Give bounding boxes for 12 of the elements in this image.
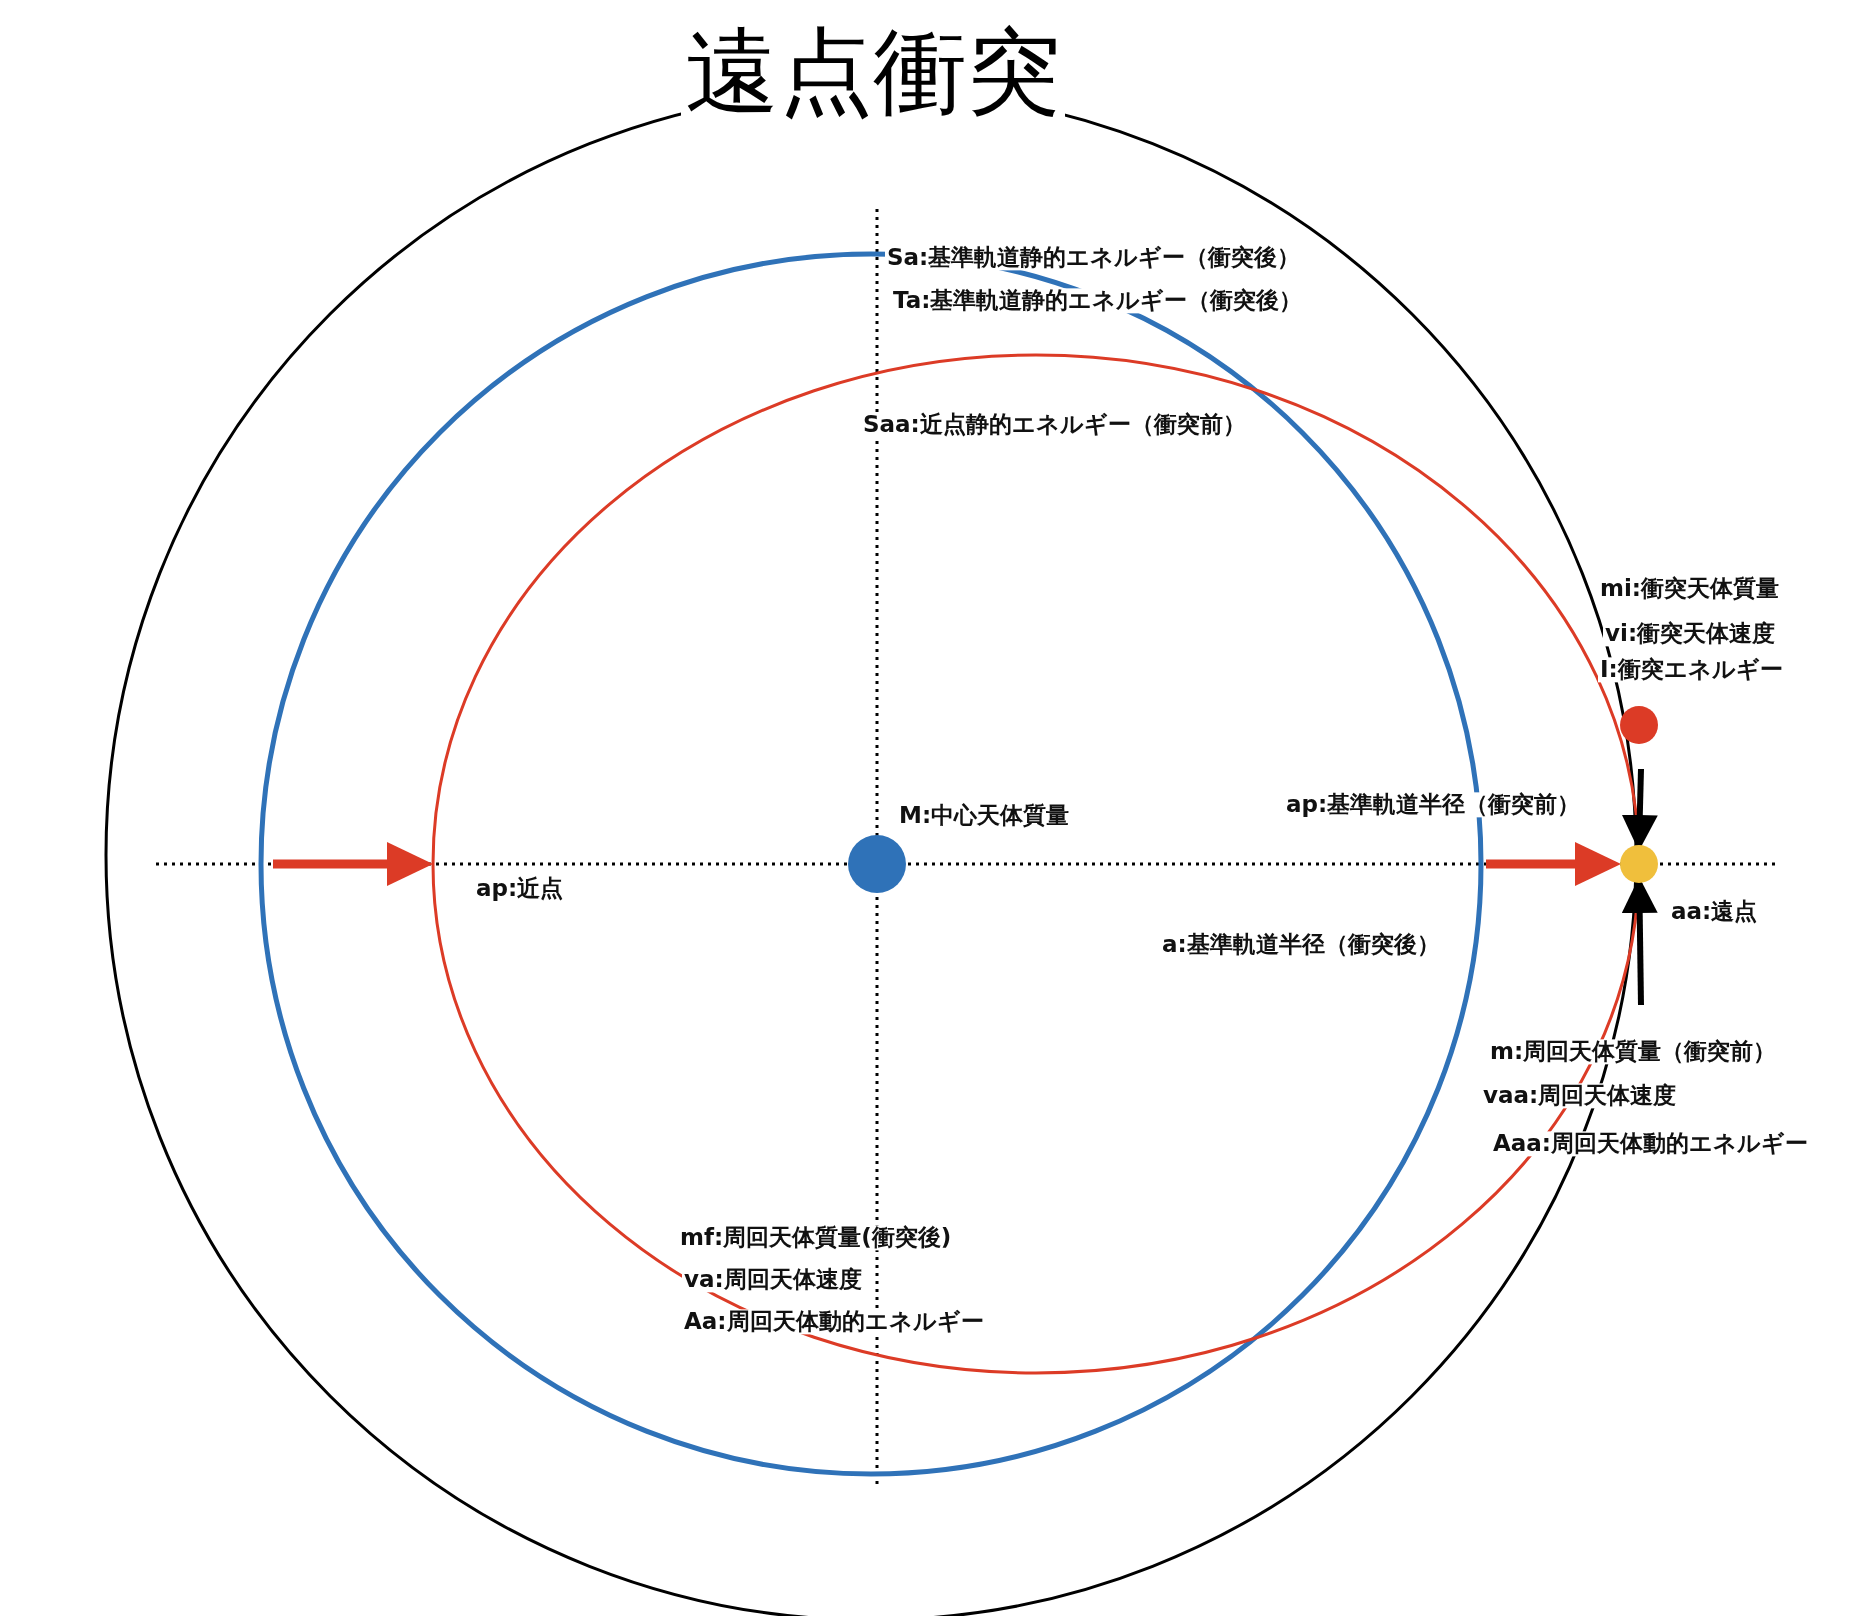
node-label: mi:衝突天体質量 xyxy=(1598,576,1782,602)
orbiting-body-dot xyxy=(1620,845,1658,883)
variable-label: ap:近点 xyxy=(474,876,566,902)
node-label: aa:遠点 xyxy=(1669,899,1760,925)
node-label: I:衝突エネルギー xyxy=(1598,657,1785,683)
impactor-dot xyxy=(1620,706,1658,744)
variable-label: va:周回天体速度 xyxy=(682,1267,864,1293)
central-body-dot xyxy=(848,835,906,893)
node-label: vi:衝突天体速度 xyxy=(1603,621,1778,647)
variable-label: Aa:周回天体動的エネルギー xyxy=(682,1309,986,1335)
node-label: vaa:周回天体速度 xyxy=(1481,1083,1679,1109)
title: 遠点衝突 xyxy=(681,25,1065,119)
